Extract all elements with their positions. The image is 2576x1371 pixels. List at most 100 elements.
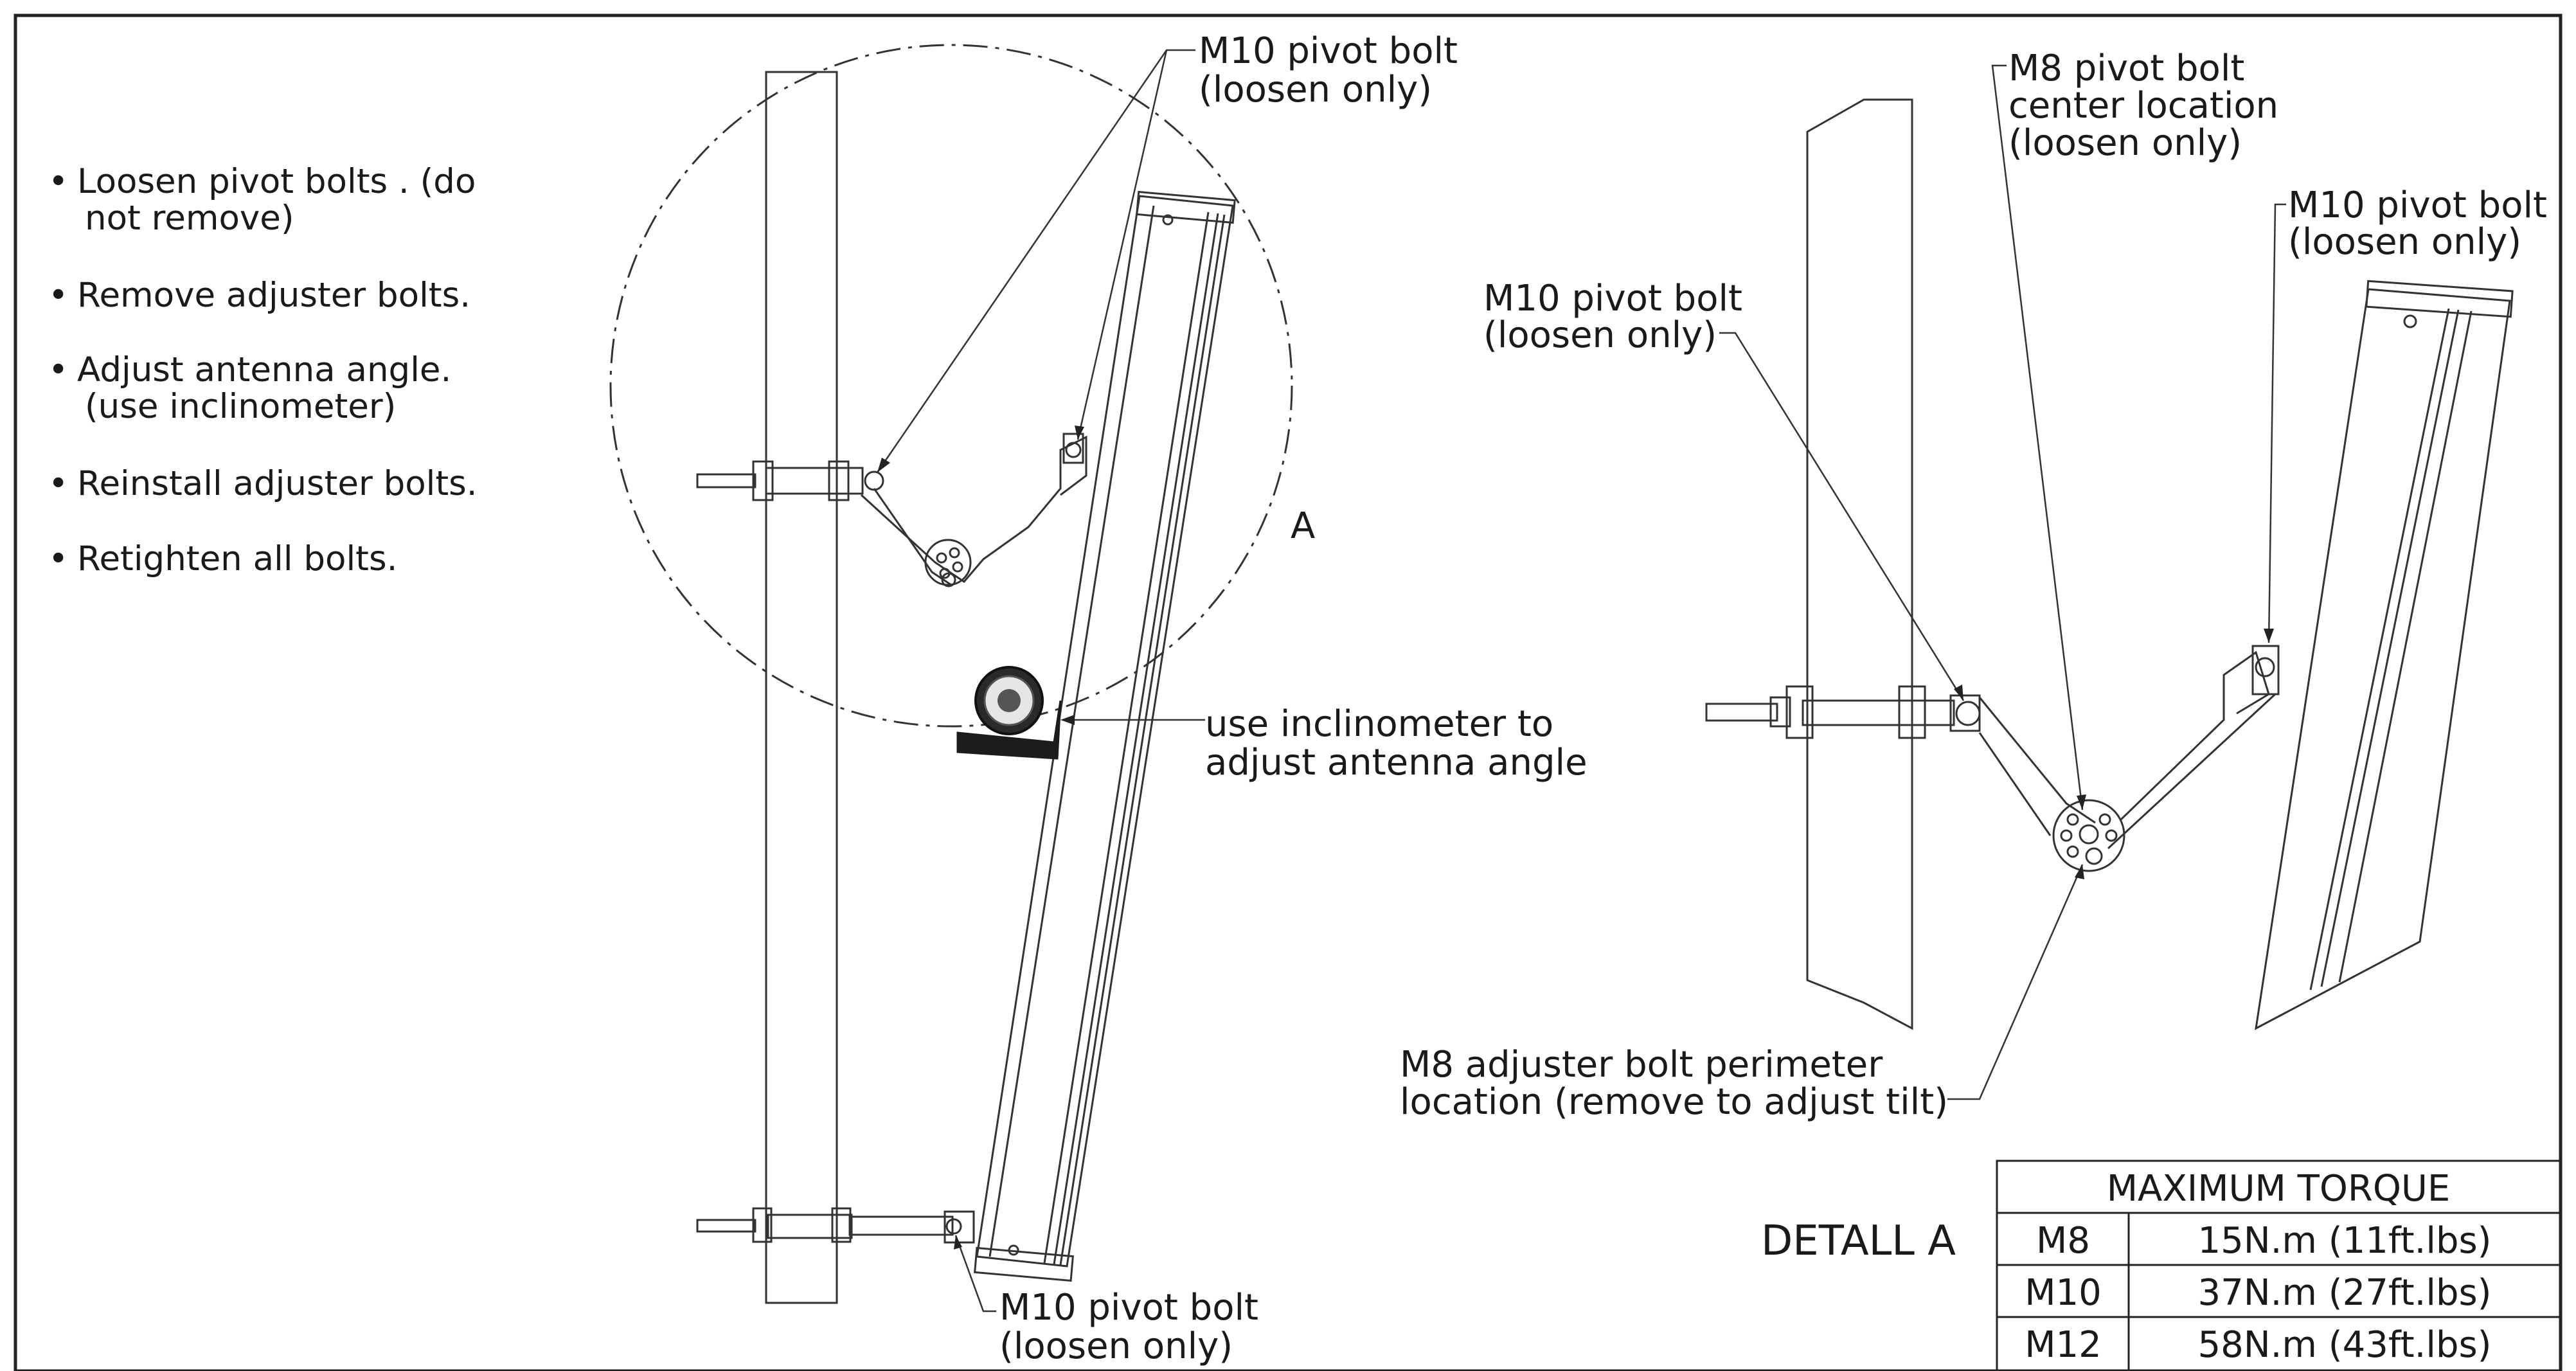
detail-clamp-end bbox=[1898, 685, 1926, 739]
threaded-rod bbox=[696, 473, 756, 488]
pivot-bolt bbox=[1065, 442, 1082, 458]
tilt-arm bbox=[860, 435, 1087, 583]
main-view bbox=[609, 44, 1293, 1304]
detail-arm-left-edge bbox=[1978, 732, 2052, 836]
inclinometer bbox=[956, 666, 1062, 760]
callout-bottom-pivot-note: (loosen only) bbox=[999, 1325, 1233, 1367]
detail-mast bbox=[1806, 98, 1913, 1030]
table-cell-bolt: M8 bbox=[2036, 1220, 2090, 1262]
standoff-arm bbox=[848, 1215, 954, 1236]
mast-pole bbox=[765, 71, 838, 1304]
callout-inclinometer: use inclinometer to bbox=[1205, 703, 1553, 745]
detail-circle bbox=[609, 44, 1293, 728]
callout-m8-center-3: (loosen only) bbox=[2008, 122, 2242, 164]
clamp-nut bbox=[752, 460, 774, 501]
detail-marker-label: A bbox=[1291, 505, 1315, 547]
adjuster-hole bbox=[941, 572, 956, 587]
detail-adjuster-hole bbox=[2066, 845, 2079, 858]
arrowhead bbox=[1060, 715, 1075, 725]
instruction-text: Remove adjuster bolts. bbox=[77, 276, 470, 315]
callout-bottom-pivot: M10 pivot bolt bbox=[999, 1287, 1258, 1329]
clamp-nut bbox=[831, 1207, 852, 1243]
instruction-item: • Remove adjuster bolts. bbox=[48, 276, 470, 315]
callout-m8-center-2: center location bbox=[2008, 85, 2278, 127]
callout-m8-adjuster: M8 adjuster bolt perimeter bbox=[1400, 1044, 1883, 1086]
leader-m8-center bbox=[1991, 64, 2084, 811]
adjuster-hole bbox=[936, 552, 947, 564]
adjuster-plate bbox=[924, 539, 972, 586]
antenna-rib bbox=[1053, 213, 1219, 1265]
detail-antenna-cap bbox=[2365, 280, 2514, 318]
instruction-text-cont: not remove) bbox=[85, 199, 294, 238]
instruction-text: Reinstall adjuster bolts. bbox=[77, 464, 478, 503]
leader-arrows-main bbox=[877, 426, 1084, 1250]
callout-detail-left-pivot: M10 pivot bolt bbox=[1483, 278, 1742, 319]
table-cell-bolt: M12 bbox=[2025, 1324, 2102, 1366]
upper-clamp-assembly bbox=[696, 433, 1087, 587]
antenna-rib bbox=[988, 205, 1155, 1257]
callout-m8-center: M8 pivot bolt bbox=[2008, 48, 2244, 89]
antenna-panel bbox=[976, 195, 1234, 1268]
detail-adjuster-plate bbox=[2052, 799, 2125, 872]
callout-top-pivot-note: (loosen only) bbox=[1199, 69, 1432, 111]
table-cell-torque: 37N.m (27ft.lbs) bbox=[2197, 1272, 2491, 1314]
detail-adjuster-hole bbox=[2066, 813, 2079, 826]
instruction-text: Loosen pivot bolts . (do bbox=[77, 162, 476, 201]
instruction-item: • Reinstall adjuster bolts. bbox=[48, 464, 478, 503]
leader-top-pivot-b bbox=[1077, 49, 1168, 440]
clamp-nut bbox=[752, 1207, 773, 1243]
detail-arm-right-edge bbox=[2107, 693, 2276, 850]
pivot-bolt bbox=[945, 1218, 962, 1235]
panel-bracket bbox=[1062, 433, 1084, 464]
detail-arm-right bbox=[2120, 650, 2270, 821]
torque-table: MAXIMUM TORQUE M8 15N.m (11ft.lbs) M10 3… bbox=[1996, 1160, 2562, 1371]
detail-adjuster-hole bbox=[2098, 813, 2111, 826]
arrowhead bbox=[877, 458, 890, 472]
detail-pivot-bolt bbox=[2255, 657, 2275, 677]
arrowhead bbox=[1954, 685, 1963, 701]
table-cell-torque: 15N.m (11ft.lbs) bbox=[2197, 1220, 2491, 1262]
detail-antenna-rib bbox=[2309, 308, 2450, 990]
antenna-top-cap bbox=[1136, 190, 1236, 224]
detail-adjuster-hole bbox=[2105, 829, 2118, 842]
detail-view bbox=[1705, 98, 2514, 1030]
antenna-bottom-cap bbox=[974, 1246, 1074, 1282]
table-cell-bolt: M10 bbox=[2025, 1272, 2102, 1314]
cap-hole bbox=[2403, 314, 2417, 328]
bullet: • bbox=[48, 539, 68, 578]
detail-clamp-end bbox=[1785, 685, 1814, 739]
drawing-border bbox=[13, 13, 2563, 1371]
instruction-item: • Retighten all bolts. bbox=[48, 539, 397, 578]
detail-antenna-rib bbox=[2320, 309, 2460, 987]
callout-detail-right-pivot: M10 pivot bolt bbox=[2288, 184, 2547, 226]
detail-adjuster-hole bbox=[2060, 829, 2073, 842]
clamp-nut bbox=[828, 460, 850, 501]
detail-antenna-rib bbox=[2338, 310, 2473, 983]
arrowhead bbox=[2077, 794, 2086, 810]
leader-lines-detail bbox=[1719, 64, 2286, 1100]
leader-left-pivot bbox=[1719, 332, 1965, 701]
detail-clamp-bracket bbox=[1802, 699, 1955, 726]
clamp-bracket bbox=[767, 1214, 853, 1239]
callout-detail-left-pivot-note: (loosen only) bbox=[1483, 314, 1717, 356]
detail-pivot-bolt bbox=[1955, 701, 1981, 726]
instruction-list: • Loosen pivot bolts . (do not remove) •… bbox=[48, 162, 478, 578]
leader-right-pivot bbox=[2267, 203, 2286, 643]
arrowhead bbox=[2075, 865, 2084, 879]
detail-threaded-rod bbox=[1705, 703, 1778, 722]
antenna-rib bbox=[1043, 211, 1210, 1264]
bullet: • bbox=[48, 350, 68, 390]
leader-lines-main bbox=[876, 49, 1205, 1313]
leader-arrows-detail bbox=[1954, 629, 2274, 879]
detail-antenna bbox=[2255, 288, 2511, 1030]
callout-inclinometer-note: adjust antenna angle bbox=[1205, 742, 1588, 784]
bullet: • bbox=[48, 162, 68, 201]
leader-bottom-pivot bbox=[954, 1235, 996, 1313]
table-title: MAXIMUM TORQUE bbox=[2107, 1168, 2451, 1210]
detail-arm-left bbox=[1978, 697, 2096, 824]
callout-m8-adjuster-note: location (remove to adjust tilt) bbox=[1400, 1081, 1948, 1123]
inclinometer-foot bbox=[959, 739, 1054, 755]
callout-detail-right-pivot-note: (loosen only) bbox=[2288, 221, 2521, 263]
bullet: • bbox=[48, 276, 68, 315]
threaded-rod bbox=[696, 1219, 756, 1233]
